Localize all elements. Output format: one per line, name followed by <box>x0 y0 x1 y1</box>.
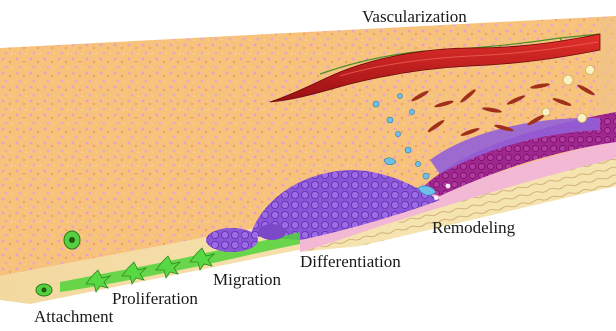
label-attachment: Attachment <box>34 308 113 325</box>
label-remodeling: Remodeling <box>432 219 515 236</box>
label-vascularization: Vascularization <box>362 8 467 25</box>
label-proliferation: Proliferation <box>112 290 198 307</box>
label-differentiation: Differentiation <box>300 253 401 270</box>
label-migration: Migration <box>213 271 281 288</box>
purple-cell-cluster <box>206 228 258 252</box>
